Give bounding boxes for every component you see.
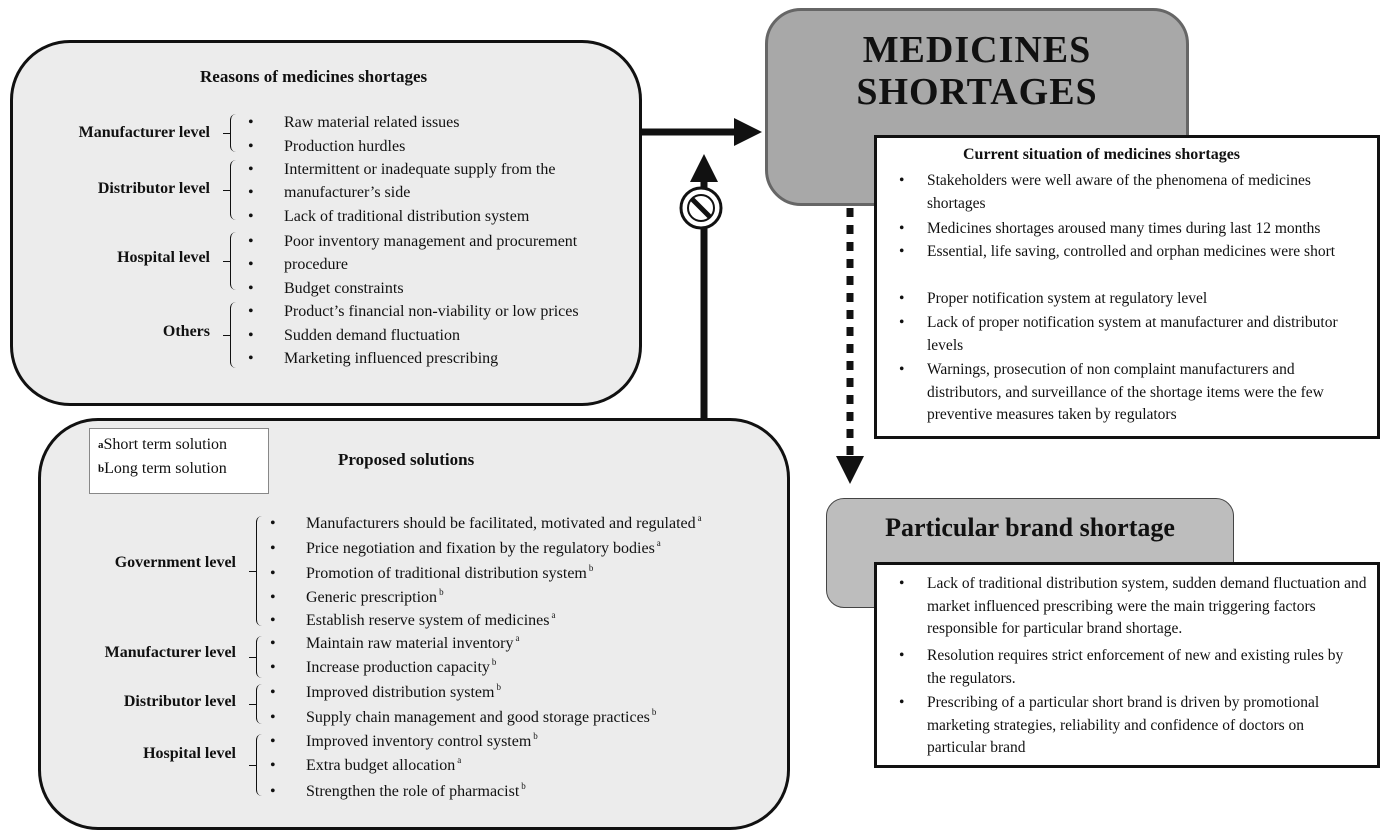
brace (249, 516, 263, 626)
reasons-label-manufacturer: Manufacturer level (78, 124, 210, 141)
reason-item: Poor inventory management and procuremen… (248, 233, 577, 251)
solution-item: Promotion of traditional distribution sy… (270, 563, 593, 583)
reason-item: Lack of traditional distribution system (248, 208, 529, 226)
current-item: Stakeholders were well aware of the phen… (899, 170, 1357, 215)
legend-long-term: Long term solution (104, 460, 227, 477)
legend-short-term: Short term solution (103, 436, 228, 453)
current-item: Medicines shortages aroused many times d… (899, 218, 1377, 241)
current-item: Lack of proper notification system at ma… (899, 312, 1357, 357)
solutions-label-hospital: Hospital level (143, 745, 236, 762)
no-entry-icon (679, 186, 723, 230)
main-title: MEDICINES SHORTAGES (856, 29, 1098, 113)
reason-item-continuation: procedure (248, 256, 348, 274)
reasons-label-others: Others (162, 323, 210, 340)
brace (249, 636, 263, 678)
particular-item: Resolution requires strict enforcement o… (899, 645, 1347, 690)
current-item: Warnings, prosecution of non complaint m… (899, 359, 1347, 427)
legend-box: aShort term solution bLong term solution (89, 428, 269, 494)
solutions-label-distributor: Distributor level (123, 693, 236, 710)
particular-item: Lack of traditional distribution system,… (899, 573, 1367, 641)
brace (249, 734, 263, 796)
solutions-label-government: Government level (114, 554, 236, 571)
particular-brand-details: Lack of traditional distribution system,… (874, 562, 1380, 768)
brace (249, 684, 263, 724)
brace (223, 302, 237, 368)
brace (223, 160, 237, 220)
brace (223, 232, 237, 290)
reason-item: Marketing influenced prescribing (248, 350, 498, 368)
solution-item: Price negotiation and fixation by the re… (270, 538, 661, 558)
legend-mark-b: b (98, 463, 105, 475)
current-item: Proper notification system at regulatory… (899, 288, 1357, 311)
current-item: Essential, life saving, controlled and o… (899, 241, 1357, 264)
particular-item: Prescribing of a particular short brand … (899, 692, 1357, 760)
reason-item: Intermittent or inadequate supply from t… (248, 161, 556, 179)
reasons-label-distributor: Distributor level (97, 180, 210, 197)
solution-item: Supply chain management and good storage… (270, 707, 656, 727)
reason-item: Production hurdles (248, 138, 405, 156)
reasons-panel (10, 40, 642, 406)
reasons-label-hospital: Hospital level (117, 249, 210, 266)
reason-item: Sudden demand fluctuation (248, 327, 460, 345)
current-situation-box: Current situation of medicines shortages… (874, 135, 1380, 439)
legend-mark-a: a (98, 439, 104, 451)
reason-item: Raw material related issues (248, 114, 459, 132)
current-heading: Current situation of medicines shortages (963, 146, 1241, 163)
reason-item: Budget constraints (248, 280, 403, 298)
solution-item: Manufacturers should be facilitated, mot… (270, 513, 702, 533)
reason-item-continuation: manufacturer’s side (248, 184, 410, 202)
solutions-label-manufacturer: Manufacturer level (104, 644, 236, 661)
reason-item: Product’s financial non-viability or low… (248, 303, 579, 321)
brace (223, 114, 237, 152)
reasons-heading: Reasons of medicines shortages (200, 67, 428, 86)
particular-heading: Particular brand shortage (885, 513, 1175, 542)
solutions-heading: Proposed solutions (338, 450, 475, 469)
